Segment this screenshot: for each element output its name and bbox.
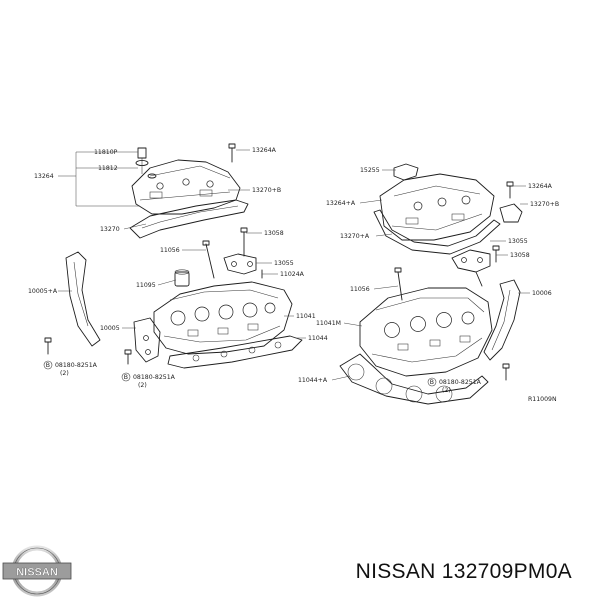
- left-rocker-cover: [131, 159, 241, 215]
- right-seal: [499, 203, 523, 223]
- callout-13058-left: 13058: [264, 230, 284, 237]
- left-bolts: [44, 337, 132, 365]
- callout-13058-right: 13058: [510, 252, 530, 259]
- callout-13055-right: 13055: [508, 238, 528, 245]
- bolt-symbol-left: B: [43, 360, 53, 370]
- svg-text:B: B: [46, 362, 50, 369]
- right-cover-gasket: [373, 209, 501, 255]
- callout-11812: 11812: [98, 165, 118, 172]
- callout-13264: 13264: [34, 173, 54, 180]
- nissan-logo: NISSAN: [2, 545, 72, 597]
- right-stud: [394, 267, 403, 301]
- nissan-logo-text: NISSAN: [16, 567, 58, 579]
- left-filler-cap: [135, 147, 157, 179]
- right-bolt: [502, 363, 510, 381]
- left-bracket: [133, 317, 161, 363]
- callout-08180-right: 08180-8251A: [439, 379, 482, 386]
- part-number-title: NISSAN 132709PM0A: [355, 560, 572, 583]
- bolt-symbol-mid: B: [121, 372, 131, 382]
- callout-13264a-left: 13264A: [252, 147, 277, 154]
- left-chain-plate: [65, 251, 101, 347]
- callout-11044: 11044: [308, 335, 328, 342]
- right-chain-plate: [483, 279, 521, 361]
- callout-11024a: 11024A: [280, 271, 305, 278]
- left-stud: [202, 240, 215, 279]
- callout-13270b-left: 13270+B: [252, 187, 281, 194]
- right-cover-bolt: [506, 181, 514, 199]
- left-head-gasket: [167, 335, 303, 369]
- callout-13270-a: 13270+A: [340, 233, 370, 240]
- callout-11810p: 11810P: [94, 149, 118, 156]
- callout-08180-left: 08180-8251A: [55, 362, 98, 369]
- callout-13270: 13270: [100, 226, 120, 233]
- callout-10005a: 10005+A: [28, 288, 58, 295]
- left-cylinder-head: [153, 281, 293, 355]
- callout-08180-mid: 08180-8251A: [133, 374, 176, 381]
- callout-15255: 15255: [360, 167, 380, 174]
- callout-13264-a: 13264+A: [326, 200, 356, 207]
- callout-08180-right-qty: (2): [442, 387, 451, 394]
- callout-08180-left-qty: (2): [60, 370, 69, 377]
- callout-10005: 10005: [100, 325, 120, 332]
- left-cover-bolt: [228, 143, 236, 163]
- callout-08180-mid-qty: (2): [138, 382, 147, 389]
- diagram-reference-code: R11009N: [528, 396, 557, 403]
- group-bracket-13264: [75, 152, 140, 207]
- callout-13055-left: 13055: [274, 260, 294, 267]
- left-cover-gasket: [129, 199, 249, 239]
- right-oil-cap: [393, 163, 419, 181]
- callout-13264a-right: 13264A: [528, 183, 553, 190]
- callout-11041: 11041: [296, 313, 316, 320]
- svg-text:B: B: [430, 379, 434, 386]
- callout-11056-right: 11056: [350, 286, 370, 293]
- callout-11095: 11095: [136, 282, 156, 289]
- brand-footer: NISSAN NISSAN 132709PM0A: [0, 540, 600, 600]
- svg-text:B: B: [124, 374, 128, 381]
- left-plug: [174, 269, 190, 287]
- callout-10006: 10006: [532, 290, 552, 297]
- right-cylinder-head: [359, 287, 493, 377]
- right-sensor-bracket: [451, 245, 500, 287]
- right-rocker-cover: [379, 173, 495, 241]
- callout-11041m: 11041M: [316, 320, 341, 327]
- bolt-symbol-right: B: [427, 377, 437, 387]
- callout-13270b-right: 13270+B: [530, 201, 559, 208]
- right-head-gasket: [339, 353, 489, 405]
- callout-11056-left: 11056: [160, 247, 180, 254]
- callout-11044-a: 11044+A: [298, 377, 328, 384]
- left-sensor-bracket: [223, 227, 263, 279]
